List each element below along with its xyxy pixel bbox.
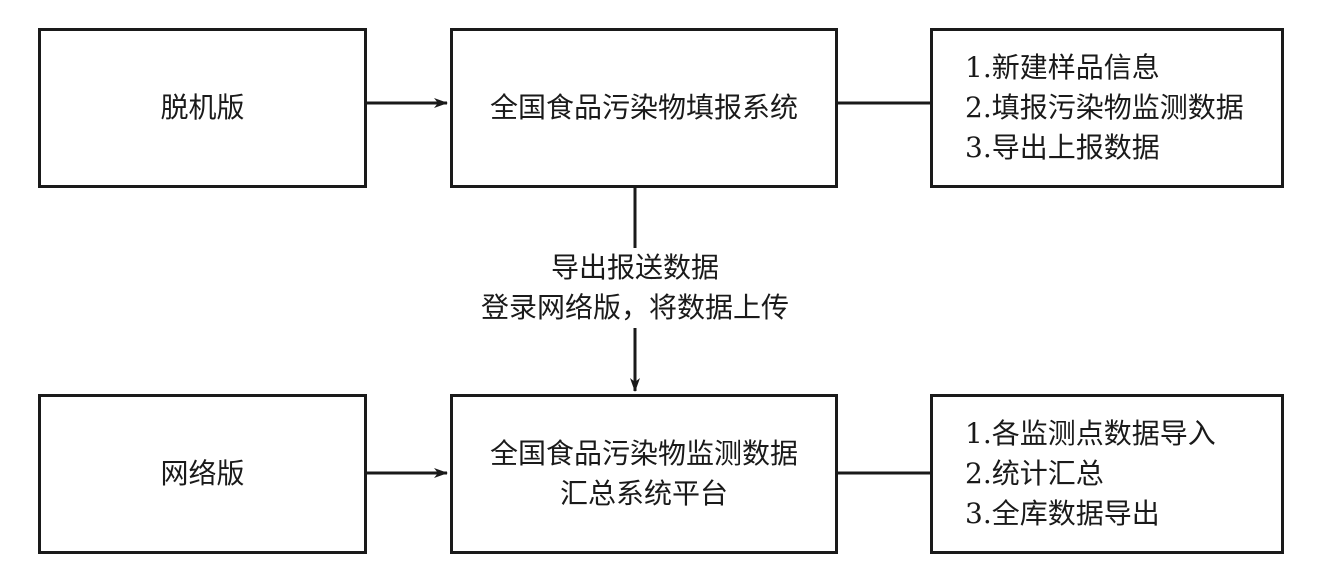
feature-item: 1.各监测点数据导入 (965, 417, 1216, 450)
feature-item: 3.导出上报数据 (965, 131, 1160, 164)
offline-version-box: 脱机版 (38, 28, 367, 188)
summary-platform-title: 全国食品污染物监测数据 汇总系统平台 (490, 434, 798, 514)
offline-version-label: 脱机版 (160, 91, 245, 124)
online-version-label: 网络版 (160, 457, 245, 490)
transfer-caption-line: 导出报送数据 (550, 251, 719, 284)
fill-system-title: 全国食品污染物填报系统 (490, 88, 798, 128)
feature-item: 3.全库数据导出 (965, 497, 1160, 530)
fill-system-features-box: 1.新建样品信息 2.填报污染物监测数据 3.导出上报数据 (930, 28, 1284, 188)
feature-item: 2.填报污染物监测数据 (965, 91, 1244, 124)
summary-platform-title-line: 汇总系统平台 (559, 477, 728, 510)
summary-platform-box: 全国食品污染物监测数据 汇总系统平台 (450, 394, 838, 554)
summary-platform-features-box: 1.各监测点数据导入 2.统计汇总 3.全库数据导出 (930, 394, 1284, 554)
transfer-caption: 导出报送数据 登录网络版，将数据上传 (435, 248, 835, 328)
summary-platform-title-line: 全国食品污染物监测数据 (489, 437, 798, 470)
feature-item: 2.统计汇总 (965, 457, 1104, 490)
summary-platform-feature-list: 1.各监测点数据导入 2.统计汇总 3.全库数据导出 (965, 414, 1216, 534)
fill-system-box: 全国食品污染物填报系统 (450, 28, 838, 188)
transfer-caption-line: 登录网络版，将数据上传 (480, 291, 789, 324)
online-version-box: 网络版 (38, 394, 367, 554)
fill-system-title-line: 全国食品污染物填报系统 (489, 91, 798, 124)
fill-system-feature-list: 1.新建样品信息 2.填报污染物监测数据 3.导出上报数据 (965, 48, 1244, 168)
feature-item: 1.新建样品信息 (965, 51, 1160, 84)
